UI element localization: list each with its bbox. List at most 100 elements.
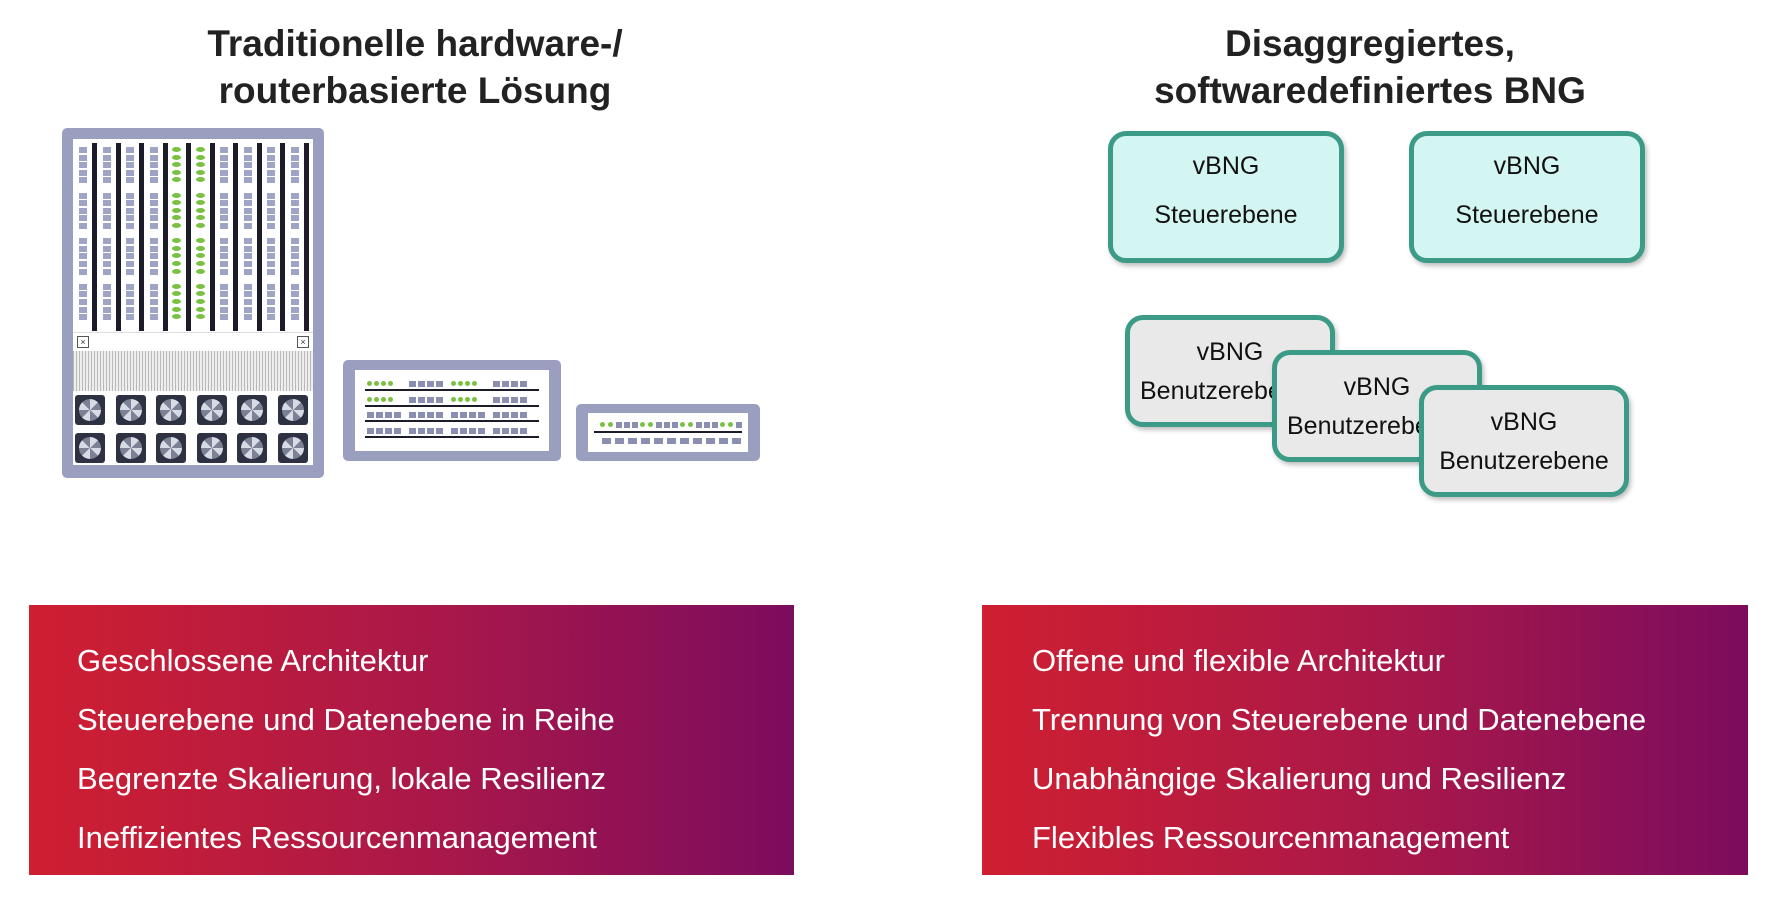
port-icon — [102, 261, 111, 267]
status-led — [720, 422, 725, 427]
port-icon — [102, 283, 111, 290]
port-icon — [220, 177, 228, 184]
port-icon — [243, 223, 252, 229]
port-icon — [149, 253, 158, 260]
port-icon — [243, 245, 252, 252]
port-icon — [102, 177, 111, 184]
port-icon — [478, 428, 485, 434]
fan-icon — [277, 395, 308, 425]
port-icon — [243, 314, 252, 321]
port-icon — [469, 412, 476, 418]
port-icon — [126, 192, 134, 199]
status-led — [195, 261, 205, 266]
port-icon — [628, 438, 637, 444]
port-icon — [79, 207, 87, 214]
port-icon — [267, 268, 275, 275]
port-icon — [367, 428, 374, 434]
status-led — [195, 207, 205, 213]
left-feature-3: Begrenzte Skalierung, lokale Resilienz — [77, 761, 607, 796]
port-icon — [290, 238, 299, 245]
port-icon — [394, 428, 401, 434]
port-icon — [267, 261, 275, 267]
status-led — [172, 314, 181, 320]
right-feature-2: Trennung von Steuerebene und Datenebene — [1032, 702, 1647, 737]
port-icon — [220, 245, 228, 252]
port-icon — [102, 306, 111, 313]
port-icon — [385, 428, 392, 434]
port-icon — [149, 154, 158, 161]
port-icon — [102, 291, 111, 298]
port-icon — [243, 177, 252, 184]
port-icon — [102, 147, 111, 153]
status-led — [195, 215, 205, 221]
port-icon — [290, 253, 299, 260]
port-icon — [79, 306, 87, 313]
port-icon — [656, 422, 662, 428]
port-icon — [409, 397, 416, 403]
rack-rail — [365, 420, 539, 422]
port-icon — [460, 412, 467, 418]
port-icon — [79, 200, 87, 207]
port-icon — [126, 215, 134, 222]
port-icon — [126, 177, 134, 184]
port-icon — [616, 422, 622, 428]
port-icon — [149, 299, 158, 305]
port-icon — [102, 223, 111, 229]
port-icon — [79, 299, 87, 305]
port-icon — [149, 147, 158, 153]
status-led — [195, 223, 205, 228]
left-title-line-1: Traditionelle hardware-/ — [207, 23, 623, 64]
fan-icon — [156, 395, 186, 425]
port-icon — [267, 245, 275, 252]
port-icon — [451, 428, 458, 434]
status-led — [195, 154, 205, 160]
port-icon — [267, 200, 275, 207]
port-icon — [267, 291, 275, 298]
port-icon — [102, 238, 111, 245]
status-led — [195, 238, 205, 244]
line-card — [171, 143, 193, 331]
status-led — [608, 422, 613, 427]
port-icon — [267, 238, 275, 245]
port-icon — [290, 245, 299, 252]
line-card-handle — [186, 143, 191, 331]
status-led — [195, 306, 205, 312]
port-icon — [126, 169, 134, 176]
status-led — [600, 422, 605, 427]
port-icon — [79, 283, 87, 290]
port-icon — [149, 261, 158, 267]
status-led — [195, 169, 205, 175]
status-led — [172, 253, 181, 259]
status-led — [451, 381, 456, 386]
fan-icon — [75, 395, 105, 425]
port-icon — [149, 238, 158, 245]
line-card-handle — [280, 143, 285, 331]
port-icon — [267, 283, 275, 290]
status-led — [195, 253, 205, 259]
port-icon — [102, 314, 111, 321]
port-icon — [126, 147, 134, 153]
port-icon — [667, 438, 676, 444]
port-icon — [427, 428, 434, 434]
chassis-strip: × × — [73, 332, 313, 351]
line-card — [195, 143, 217, 331]
port-icon — [520, 381, 527, 387]
right-feature-3: Unabhängige Skalierung und Resilienz — [1032, 761, 1567, 796]
port-icon — [267, 207, 275, 214]
port-icon — [79, 268, 87, 275]
status-led — [367, 381, 372, 386]
port-icon — [290, 283, 299, 290]
port-icon — [220, 291, 228, 298]
vbng-name: vBNG — [1343, 373, 1411, 401]
port-icon — [149, 268, 158, 275]
port-icon — [436, 428, 443, 434]
left-feature-4: Ineffizientes Ressourcenmanagement — [77, 820, 597, 855]
port-icon — [79, 215, 87, 222]
port-icon — [79, 169, 87, 176]
port-icon — [79, 223, 87, 229]
port-icon — [79, 238, 87, 245]
port-icon — [220, 223, 228, 229]
port-icon — [290, 169, 299, 176]
vbng-plane: Benutzerebene — [1439, 447, 1609, 475]
port-icon — [243, 306, 252, 313]
